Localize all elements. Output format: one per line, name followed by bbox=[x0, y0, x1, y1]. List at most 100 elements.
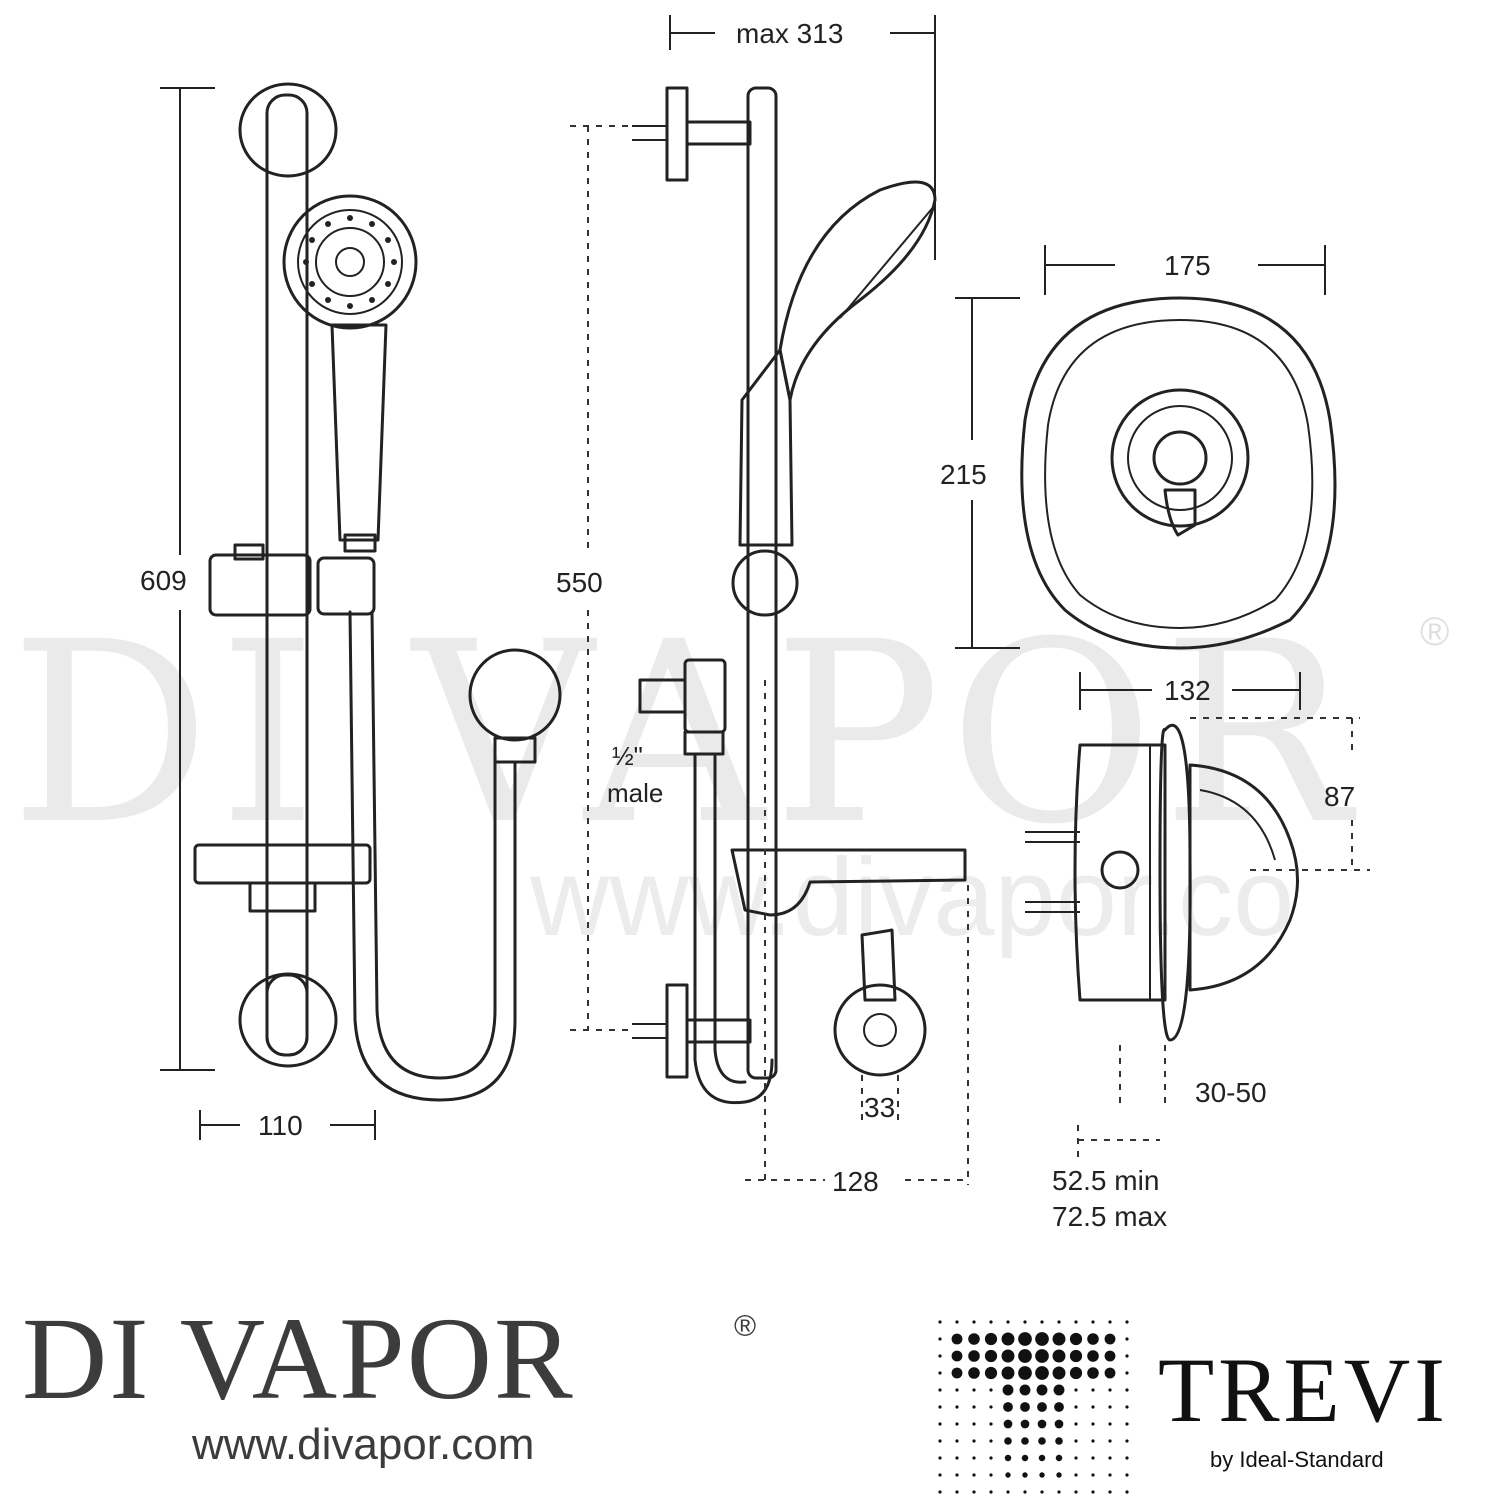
trevi-dot bbox=[972, 1439, 976, 1443]
trevi-dot bbox=[1023, 1490, 1027, 1494]
trevi-dot bbox=[1069, 1366, 1083, 1380]
dim-87-label: 87 bbox=[1324, 781, 1355, 812]
trevi-dot bbox=[1108, 1456, 1112, 1460]
trevi-dot bbox=[1018, 1332, 1032, 1346]
trevi-dot bbox=[989, 1456, 993, 1460]
trevi-dot bbox=[1069, 1349, 1083, 1363]
trevi-dot bbox=[955, 1473, 959, 1477]
trevi-dot bbox=[1019, 1384, 1031, 1396]
soap-dish-clamp bbox=[248, 881, 317, 913]
watermark-registered: ® bbox=[1420, 610, 1449, 654]
valve-inlet bbox=[1100, 850, 1140, 890]
shower-handle bbox=[330, 323, 388, 542]
trevi-dot bbox=[1054, 1402, 1064, 1412]
divapor-url: www.divapor.com bbox=[192, 1420, 535, 1469]
trevi-dot bbox=[1018, 1349, 1032, 1363]
inlet-fraction-label: ½" bbox=[612, 741, 643, 771]
valve-side-view: 132 87 30-50 52.5 min 72.5 max bbox=[1025, 672, 1370, 1232]
trevi-dot bbox=[938, 1337, 942, 1341]
handle-cuff bbox=[343, 533, 377, 553]
divapor-brand-block: DI VAPOR ® www.divapor.com bbox=[22, 1300, 782, 1490]
trevi-dot bbox=[1054, 1419, 1064, 1429]
trevi-dot bbox=[1001, 1366, 1015, 1380]
trevi-dot bbox=[1038, 1454, 1046, 1462]
trevi-dot bbox=[955, 1405, 959, 1409]
trevi-dot bbox=[955, 1456, 959, 1460]
dim-30-50-label: 30-50 bbox=[1195, 1077, 1267, 1108]
watermark: DI VAPOR www.divapor.co ® bbox=[10, 588, 1449, 959]
trevi-dot bbox=[1108, 1388, 1112, 1392]
trevi-dot bbox=[1020, 1402, 1030, 1412]
valve-dome bbox=[1188, 763, 1299, 992]
trevi-dot bbox=[968, 1333, 980, 1345]
trevi-dot bbox=[989, 1405, 993, 1409]
trevi-dot bbox=[1091, 1320, 1095, 1324]
slider-block bbox=[208, 553, 312, 617]
trevi-dot bbox=[1125, 1320, 1129, 1324]
trevi-dot bbox=[1055, 1437, 1063, 1445]
side-shower-head bbox=[778, 180, 937, 402]
dim-215-label: 215 bbox=[940, 459, 987, 490]
trevi-dot bbox=[1087, 1333, 1099, 1345]
trevi-dot bbox=[984, 1349, 998, 1363]
inlet-gender-label: male bbox=[607, 778, 663, 808]
dim-inlet-max-label: 72.5 max bbox=[1052, 1201, 1167, 1232]
trevi-dot bbox=[1022, 1472, 1028, 1478]
trevi-dot bbox=[1074, 1405, 1078, 1409]
side-bottom-bracket-arm bbox=[685, 1018, 752, 1044]
shower-head-ring-mid bbox=[315, 227, 385, 297]
trevi-dot bbox=[1074, 1422, 1078, 1426]
valve-plate-edge bbox=[1158, 723, 1192, 1042]
trevi-dot bbox=[989, 1320, 993, 1324]
trevi-dot bbox=[1040, 1320, 1044, 1324]
trevi-dot bbox=[1038, 1437, 1046, 1445]
dim-inlet-min-label: 52.5 min bbox=[1052, 1165, 1159, 1196]
trevi-dot bbox=[951, 1350, 963, 1362]
trevi-dot bbox=[955, 1388, 959, 1392]
side-outlet-thread bbox=[638, 678, 687, 714]
valve-lever bbox=[1163, 488, 1197, 537]
trevi-dot bbox=[1074, 1320, 1078, 1324]
dim-175-label: 175 bbox=[1164, 250, 1211, 281]
shower-head-nozzles bbox=[303, 215, 397, 309]
trevi-dot bbox=[1037, 1402, 1047, 1412]
trevi-dot bbox=[1125, 1371, 1129, 1375]
trevi-dot bbox=[1069, 1332, 1083, 1346]
trevi-dot bbox=[1108, 1405, 1112, 1409]
trevi-dot bbox=[951, 1333, 963, 1345]
dim-609-label: 609 bbox=[140, 565, 187, 596]
trevi-dot bbox=[1036, 1384, 1048, 1396]
trevi-dot bbox=[1108, 1473, 1112, 1477]
trevi-dot bbox=[972, 1422, 976, 1426]
trevi-dot bbox=[1091, 1490, 1095, 1494]
trevi-dot bbox=[1108, 1490, 1112, 1494]
trevi-dot bbox=[1004, 1454, 1012, 1462]
trevi-dot bbox=[972, 1456, 976, 1460]
outlet-detail-body bbox=[833, 983, 927, 1077]
dim-313-label: max 313 bbox=[736, 18, 843, 49]
side-slider bbox=[731, 549, 799, 617]
trevi-dot bbox=[1091, 1439, 1095, 1443]
valve-bezel-ring bbox=[1127, 405, 1233, 511]
shower-head bbox=[282, 194, 418, 330]
side-handle bbox=[738, 348, 794, 547]
trevi-dot bbox=[1074, 1439, 1078, 1443]
divapor-logo-text: DI VAPOR bbox=[22, 1293, 575, 1424]
outlet-detail-stem bbox=[860, 928, 897, 1002]
trevi-dot bbox=[1074, 1456, 1078, 1460]
dim-132-label: 132 bbox=[1164, 675, 1211, 706]
trevi-dot bbox=[972, 1320, 976, 1324]
trevi-dot bbox=[1125, 1422, 1129, 1426]
trevi-brand-block: TREVI by Ideal-Standard bbox=[930, 1312, 1490, 1497]
trevi-dot bbox=[1087, 1350, 1099, 1362]
trevi-dot bbox=[1108, 1320, 1112, 1324]
trevi-dot bbox=[968, 1350, 980, 1362]
trevi-dot bbox=[938, 1490, 942, 1494]
front-view-riser-kit: 609 110 bbox=[140, 82, 562, 1141]
side-bottom-bracket-plate bbox=[665, 983, 689, 1079]
trevi-dot bbox=[1052, 1366, 1066, 1380]
trevi-dot bbox=[938, 1456, 942, 1460]
slider-holder bbox=[316, 556, 376, 616]
